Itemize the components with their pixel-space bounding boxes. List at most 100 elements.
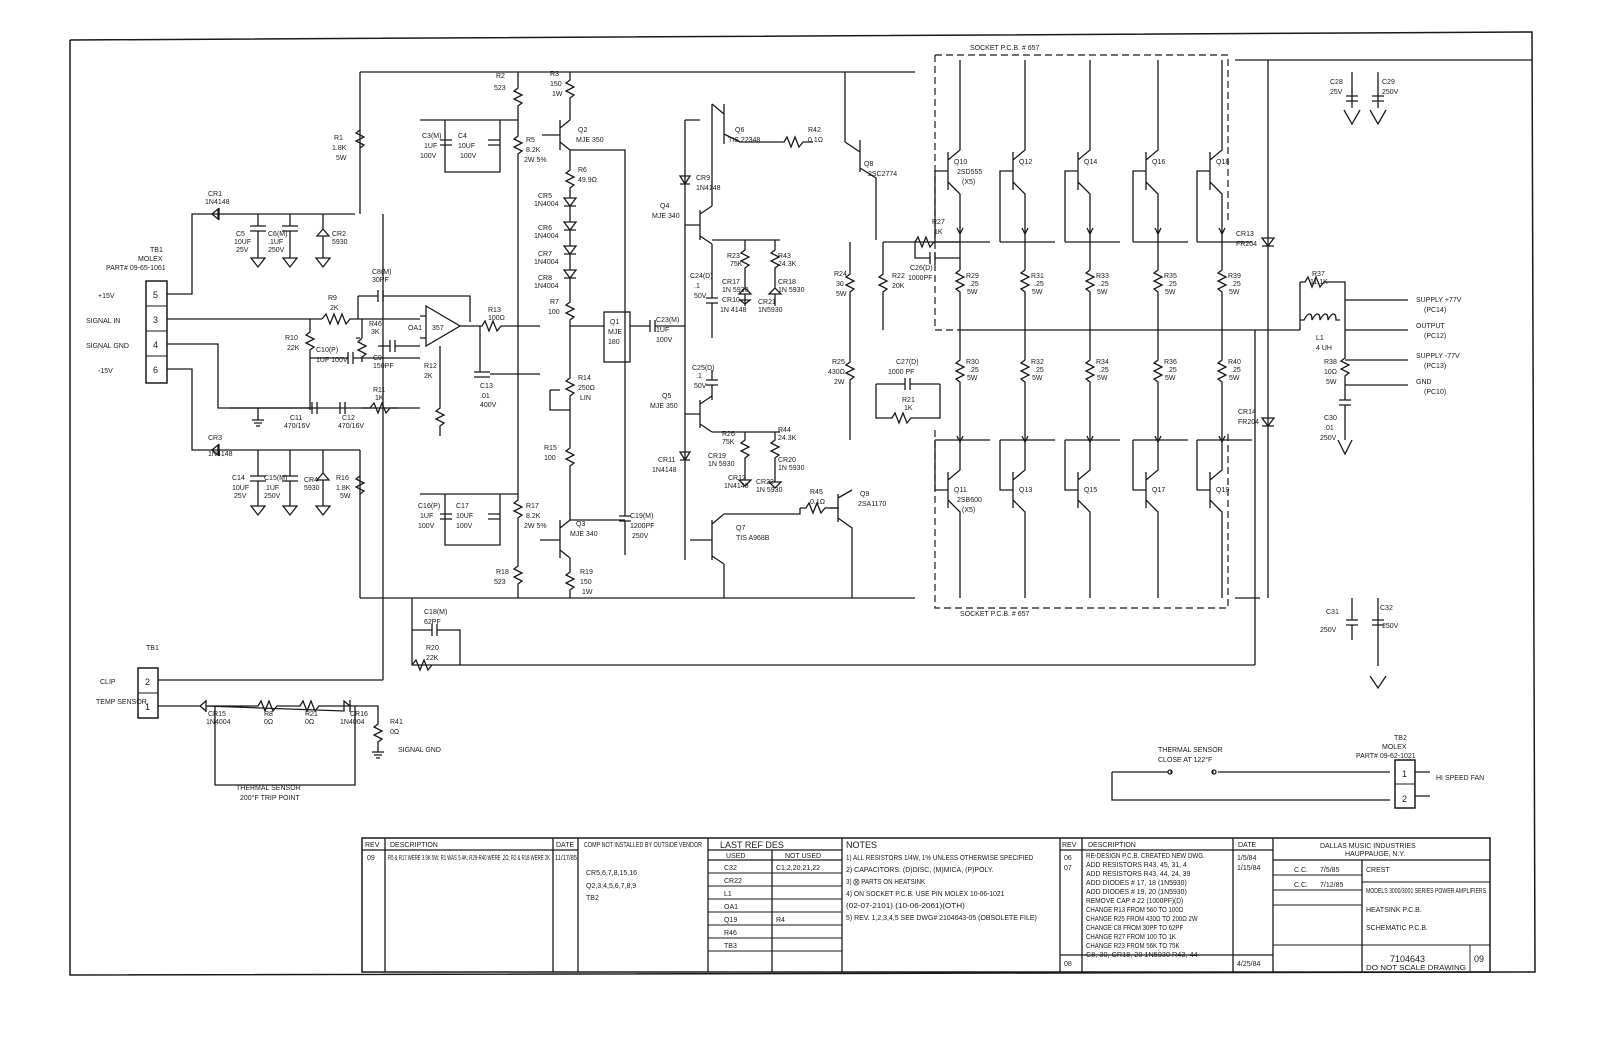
svg-text:LAST REF DES: LAST REF DES (720, 840, 784, 850)
svg-text:0Ω: 0Ω (305, 719, 314, 726)
svg-text:R21: R21 (902, 397, 915, 404)
q10-label: Q10 (954, 159, 967, 166)
svg-text:250V: 250V (1320, 435, 1337, 442)
svg-text:C17: C17 (456, 503, 469, 510)
svg-text:470/16V: 470/16V (338, 423, 364, 430)
svg-text:100: 100 (544, 455, 556, 462)
svg-text:50V: 50V (694, 383, 707, 390)
svg-text:C31: C31 (1326, 609, 1339, 616)
svg-text:2SC2774: 2SC2774 (868, 171, 897, 178)
svg-text:0Ω: 0Ω (264, 719, 273, 726)
svg-text:150: 150 (550, 81, 562, 88)
svg-text:5W: 5W (1326, 379, 1337, 386)
svg-text:CR18: CR18 (778, 279, 796, 286)
svg-text:50V: 50V (694, 293, 707, 300)
svg-text:TIS A968B: TIS A968B (736, 535, 770, 542)
svg-text:1UF 100V: 1UF 100V (316, 357, 348, 364)
svg-text:THERMAL SENSOR: THERMAL SENSOR (236, 785, 301, 792)
svg-text:C12: C12 (342, 415, 355, 422)
svg-text:CR10: CR10 (722, 297, 740, 304)
svg-text:DALLAS MUSIC INDUSTRIES: DALLAS MUSIC INDUSTRIES (1320, 843, 1416, 850)
svg-text:30: 30 (836, 281, 844, 288)
r34-value: .25 (1099, 367, 1109, 374)
svg-text:GND: GND (1416, 379, 1432, 386)
svg-text:C3(M): C3(M) (422, 133, 441, 140)
svg-text:1/15/84: 1/15/84 (1237, 865, 1260, 872)
svg-text:REV: REV (1062, 842, 1077, 849)
tb1-body (145, 280, 168, 384)
svg-text:R1: R1 (334, 135, 343, 142)
r31-rating: 5W (1032, 289, 1043, 296)
svg-text:1UF: 1UF (424, 143, 437, 150)
svg-text:7/12/85: 7/12/85 (1320, 882, 1343, 889)
r35-name: R35 (1164, 273, 1177, 280)
note-line-1: 2) CAPACITORS: (D)DISC, (M)MICA, (P)POLY… (846, 867, 994, 874)
svg-text:C24(D): C24(D) (690, 273, 713, 280)
svg-text:R24: R24 (834, 271, 847, 278)
svg-text:CR6: CR6 (538, 225, 552, 232)
svg-text:CR21: CR21 (758, 299, 776, 306)
svg-text:100V: 100V (418, 523, 435, 530)
svg-text:R19: R19 (580, 569, 593, 576)
rev2-line-2: ADD RESISTORS R43, 44, 24, 39 (1086, 871, 1190, 878)
svg-text:MJE 340: MJE 340 (570, 531, 598, 538)
svg-text:R16: R16 (336, 475, 349, 482)
q11-qty: (X5) (962, 507, 975, 514)
svg-text:1N5930: 1N5930 (758, 307, 783, 314)
svg-text:25V: 25V (234, 493, 247, 500)
socket-outline-top (934, 54, 1229, 330)
svg-text:CR3: CR3 (208, 435, 222, 442)
svg-text:200°F TRIP POINT: 200°F TRIP POINT (240, 794, 300, 802)
r39-name: R39 (1228, 273, 1241, 280)
svg-text:100V: 100V (420, 153, 437, 160)
svg-text:2W: 2W (834, 379, 845, 386)
svg-text:C28: C28 (1330, 79, 1343, 86)
svg-text:R6: R6 (578, 167, 587, 174)
tb1-title: TB1 (150, 247, 163, 254)
svg-text:MOLEX: MOLEX (1382, 744, 1407, 751)
svg-text:C11: C11 (290, 415, 302, 422)
svg-text:R17: R17 (526, 503, 539, 510)
q19-label: Q19 (1216, 487, 1229, 494)
svg-text:10UF: 10UF (232, 485, 249, 492)
svg-text:100V: 100V (656, 337, 673, 344)
svg-text:30PF: 30PF (372, 277, 389, 284)
lastref-used-6: TB3 (724, 943, 737, 950)
svg-text:25V: 25V (236, 247, 249, 254)
svg-text:C10(P): C10(P) (316, 347, 338, 354)
fan-circuit: THERMAL SENSOR CLOSE AT 122°F TB2 MOLEX … (1111, 735, 1484, 809)
svg-text:R37: R37 (1312, 271, 1325, 278)
svg-text:.1UF: .1UF (268, 239, 283, 246)
svg-text:TB2: TB2 (586, 895, 599, 902)
svg-text:TIS 22348: TIS 22348 (728, 137, 760, 144)
svg-text:R23: R23 (727, 253, 740, 260)
svg-text:Q7: Q7 (736, 525, 745, 532)
svg-text:CR8: CR8 (538, 275, 552, 282)
svg-text:250Ω: 250Ω (578, 385, 595, 392)
rev2-line-5: REMOVE CAP # 22 (1000PF)(D) (1086, 898, 1183, 905)
svg-text:MJE 350: MJE 350 (576, 137, 604, 144)
note-line-3: 4) ON SOCKET P.C.B. USE PIN MOLEX 10-06-… (846, 891, 1004, 898)
svg-text:4/25/84: 4/25/84 (1237, 961, 1260, 968)
svg-text:1N 5930: 1N 5930 (778, 287, 805, 294)
svg-text:0Ω: 0Ω (390, 729, 399, 736)
svg-text:DO NOT SCALE DRAWING: DO NOT SCALE DRAWING (1366, 965, 1466, 972)
r39-rating: 5W (1229, 289, 1240, 296)
svg-text:1UF: 1UF (420, 513, 433, 520)
svg-text:430Ω: 430Ω (828, 369, 845, 376)
rev2-line-6: CHANGE R13 FROM 560 TO 100Ω (1086, 907, 1183, 914)
svg-text:C27(D): C27(D) (896, 359, 919, 366)
q11-label: Q11 (954, 487, 967, 494)
svg-text:CR22: CR22 (756, 479, 774, 486)
svg-text:R43: R43 (778, 253, 791, 260)
lastref-used-2: L1 (724, 891, 732, 898)
svg-text:250V: 250V (1382, 623, 1399, 630)
r31-name: R31 (1031, 273, 1044, 280)
q16-label: Q16 (1152, 159, 1165, 166)
svg-text:USED: USED (726, 853, 745, 860)
svg-text:R8: R8 (264, 711, 273, 718)
r31-value: .25 (1034, 281, 1044, 288)
